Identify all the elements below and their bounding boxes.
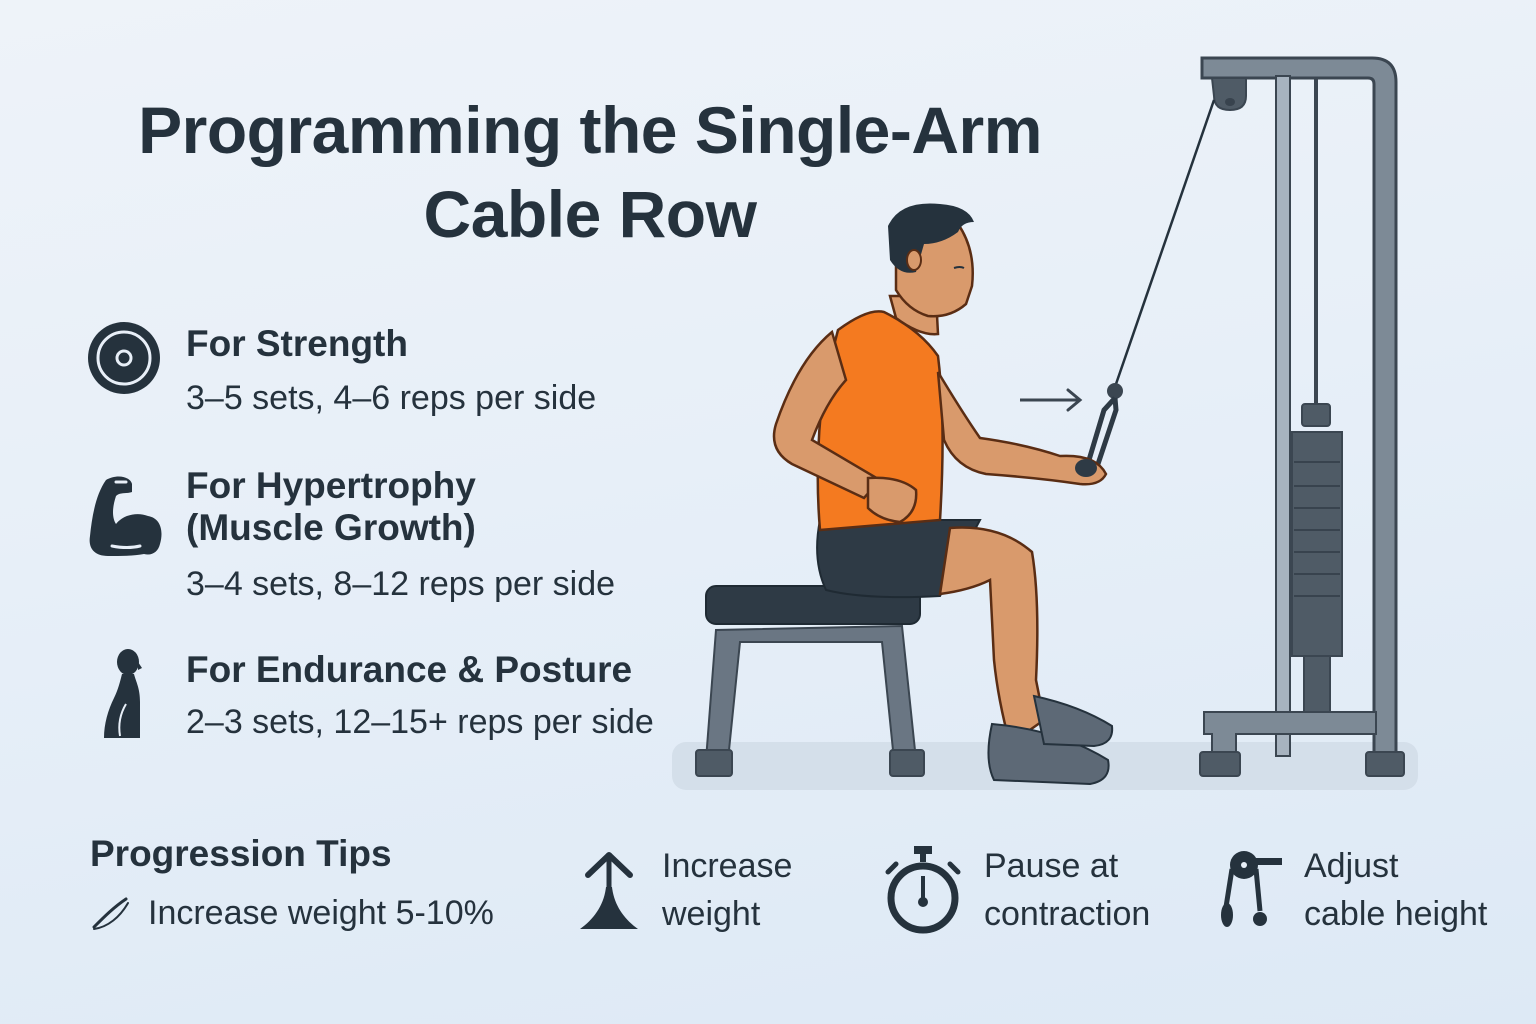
program-detail: 3–5 sets, 4–6 reps per side: [186, 379, 597, 417]
program-heading-line-2: (Muscle Growth): [186, 507, 476, 548]
pull-direction-arrow: [1020, 388, 1083, 412]
up-arrow-icon: [580, 852, 638, 929]
tip-label: Pause at contraction: [984, 847, 1151, 933]
program-heading: For Strength: [186, 323, 408, 364]
tip-pause-contraction: Pause at contraction: [882, 842, 1150, 938]
program-detail: 2–3 sets, 12–15+ reps per side: [186, 703, 654, 741]
progression-tip-text: Increase weight 5-10%: [148, 894, 494, 932]
cable-pulley-icon: [1221, 851, 1282, 927]
title-line-2: Cable Row: [423, 177, 757, 251]
tip-increase-weight: Increase weight: [578, 842, 792, 938]
flexed-bicep-icon: [89, 476, 162, 556]
tip-label: Adjust cable height: [1304, 847, 1488, 933]
bench: [695, 585, 925, 777]
progression-tips-heading: Progression Tips: [90, 833, 392, 874]
stopwatch-icon: [885, 846, 961, 934]
swoosh-icon: [92, 897, 129, 930]
cable-machine: [1199, 56, 1405, 777]
title-line-1: Programming the Single-Arm: [138, 93, 1042, 167]
progression-tip-primary: Increase weight 5-10%: [90, 893, 494, 933]
page-title: Programming the Single-Arm Cable Row: [60, 88, 1120, 256]
posture-silhouette-icon: [104, 649, 142, 738]
cable: [1114, 99, 1216, 385]
program-heading: For Endurance & Posture: [186, 649, 633, 690]
program-heading-line-1: For Hypertrophy: [186, 465, 476, 506]
tip-adjust-cable-height: Adjust cable height: [1220, 842, 1487, 938]
cable-row-illustration: [672, 56, 1418, 790]
program-detail: 3–4 sets, 8–12 reps per side: [186, 565, 616, 603]
tip-label: Increase weight: [662, 847, 793, 933]
weight-plate-icon: [88, 322, 160, 394]
